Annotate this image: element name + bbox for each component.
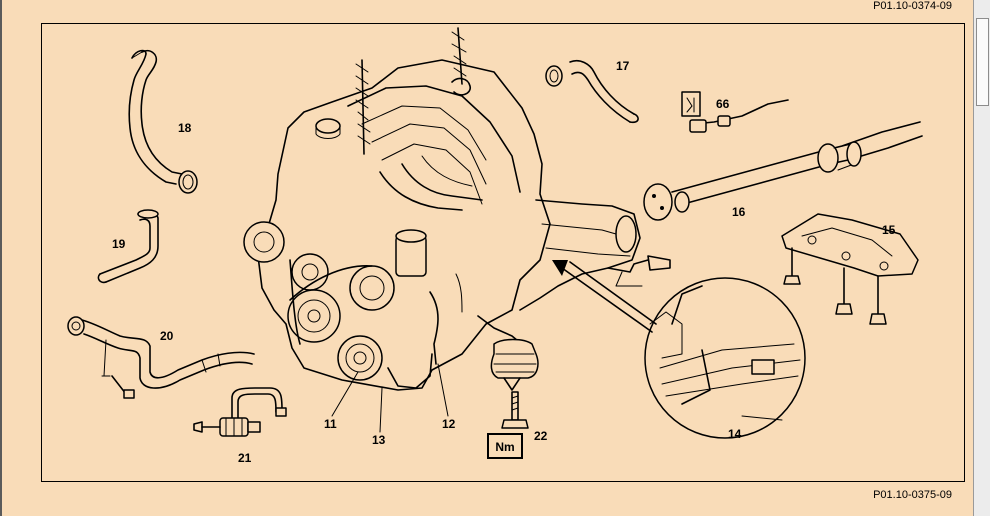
callout-19: 19 [112, 237, 126, 251]
engine-exploded-diagram: Nm [67, 27, 923, 465]
propeller-shaft-16 [643, 121, 923, 221]
wiring-harness-12 [429, 273, 463, 365]
callout-15: 15 [882, 223, 896, 237]
callout-21: 21 [238, 451, 252, 465]
callout-12: 12 [442, 417, 456, 431]
window-left-edge [0, 0, 2, 516]
scrollbar-thumb[interactable] [976, 18, 989, 106]
sensor-21 [193, 387, 287, 437]
leader-11 [331, 371, 359, 417]
callout-16: 16 [732, 205, 746, 219]
mount-bracket-15 [781, 213, 919, 325]
coolant-hose-18 [128, 49, 198, 194]
torque-badge: Nm [487, 433, 523, 459]
bolt-22 [501, 391, 529, 429]
coolant-hose-19 [97, 209, 159, 284]
vertical-scrollbar[interactable] [973, 0, 990, 516]
coolant-hose-17 [545, 59, 639, 124]
callout-17: 17 [616, 59, 630, 73]
diagram-frame: Nm [41, 23, 965, 482]
figure-reference-bottom: P01.10-0375-09 [873, 489, 952, 501]
torque-badge-label: Nm [495, 440, 514, 454]
leader-13 [379, 387, 383, 433]
callout-66: 66 [716, 97, 730, 111]
callout-13: 13 [372, 433, 386, 447]
detail-view-14 [552, 260, 806, 439]
engine-mount [477, 315, 539, 391]
transmission [519, 199, 671, 311]
callout-11: 11 [324, 417, 337, 431]
callout-20: 20 [160, 329, 174, 343]
leader-12 [437, 363, 449, 417]
callout-14: 14 [728, 427, 742, 441]
callout-22: 22 [534, 429, 548, 443]
figure-reference-top: P01.10-0374-09 [873, 0, 952, 12]
engine-block [243, 27, 551, 391]
hose-assembly-20 [67, 316, 255, 399]
callout-18: 18 [178, 121, 192, 135]
sensor-66 [681, 91, 789, 133]
